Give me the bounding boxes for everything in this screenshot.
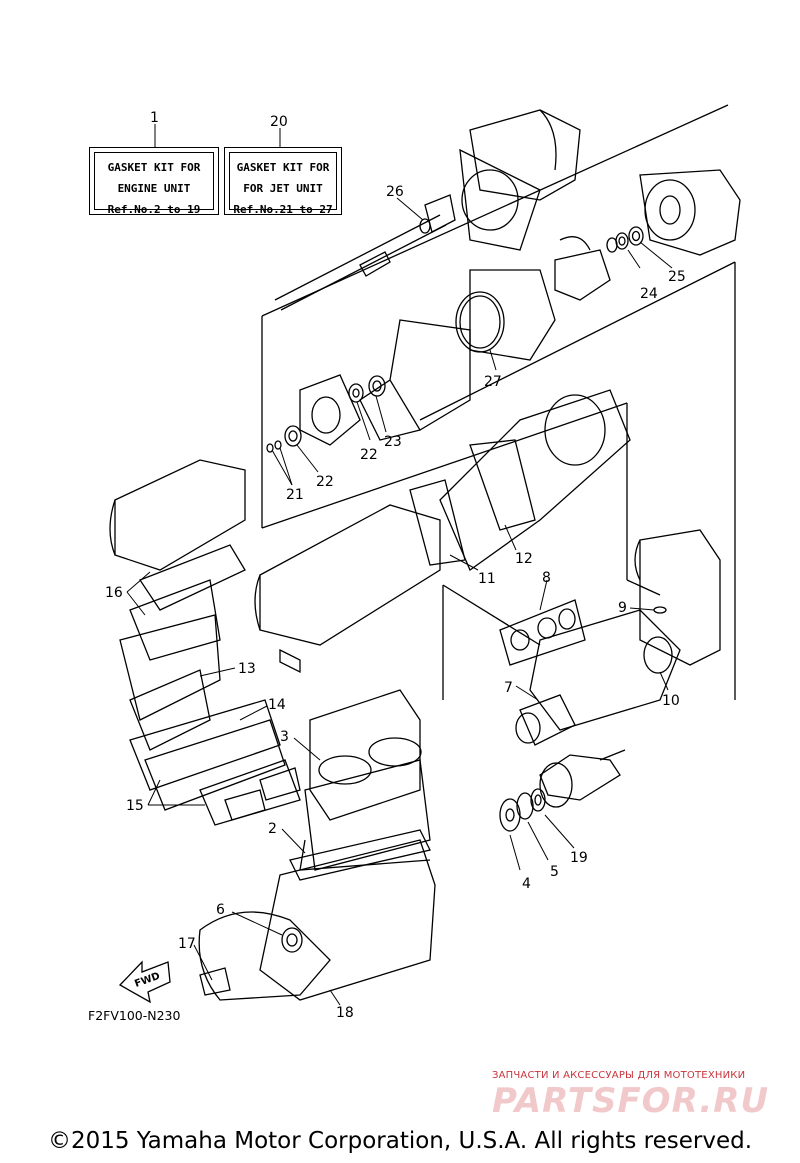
callout-8: 8	[542, 570, 551, 586]
callout-11: 11	[478, 571, 496, 587]
callout-14: 14	[268, 697, 286, 713]
output-shaft	[539, 749, 626, 808]
leader-lines	[126, 124, 673, 1006]
jet-nozzle	[459, 109, 581, 251]
gasket-kit-engine-box: GASKET KIT FOR ENGINE UNIT Ref.No.2 to 1…	[89, 147, 219, 216]
copyright-notice: ©2015 Yamaha Motor Corporation, U.S.A. A…	[47, 1128, 753, 1154]
gasket-kit-jet-box: GASKET KIT FOR FOR JET UNIT Ref.No.21 to…	[224, 147, 342, 216]
diagram-code: F2FV100-N230	[88, 1008, 181, 1023]
callout-7: 7	[504, 680, 513, 696]
callout-16: 16	[105, 585, 123, 601]
exhaust-manifold	[119, 544, 246, 751]
callout-20: 20	[270, 114, 288, 130]
gasket-8	[499, 599, 586, 666]
callout-5: 5	[550, 864, 559, 880]
exhaust-chamber	[529, 609, 681, 731]
pump-housing	[455, 269, 556, 361]
callout-23: 23	[384, 434, 402, 450]
kit-jet-line-2: FOR JET UNIT	[243, 182, 323, 195]
seals-4-5-19	[499, 788, 546, 832]
kit-engine-line-2: ENGINE UNIT	[117, 182, 191, 195]
callout-22a: 22	[360, 447, 378, 463]
kit-engine-line-3: Ref.No.2 to 19	[107, 203, 201, 216]
reed-valves	[224, 767, 301, 821]
jet-unit-frame	[261, 104, 736, 700]
washer-9	[653, 606, 667, 614]
callout-4: 4	[522, 876, 531, 892]
callout-3: 3	[280, 729, 289, 745]
water-box-left	[109, 459, 246, 571]
callout-24: 24	[640, 286, 658, 302]
muffler	[254, 504, 441, 674]
callout-10: 10	[662, 693, 680, 709]
gaskets-11-12	[409, 439, 536, 566]
magneto-cover	[198, 911, 331, 1001]
callout-27: 27	[484, 374, 502, 390]
callout-1: 1	[150, 110, 159, 126]
callout-2: 2	[268, 821, 277, 837]
small-cover	[199, 967, 231, 996]
watermark-tagline: ЗАПЧАСТИ И АКСЕССУАРЫ ДЛЯ МОТОТЕХНИКИ	[492, 1070, 746, 1081]
callout-17: 17	[178, 936, 196, 952]
cylinder-head	[309, 689, 422, 821]
impeller	[554, 236, 611, 301]
coupler-7	[515, 694, 576, 746]
callout-25: 25	[668, 269, 686, 285]
callout-6: 6	[216, 902, 225, 918]
callout-21: 21	[286, 487, 304, 503]
crankcase	[259, 829, 436, 1001]
exhaust-pipe	[439, 389, 631, 571]
callout-26: 26	[386, 184, 404, 200]
kit-engine-line-1: GASKET KIT FOR	[107, 161, 201, 174]
kit-jet-line-3: Ref.No.21 to 27	[233, 203, 333, 216]
callout-19: 19	[570, 850, 588, 866]
callout-12: 12	[515, 551, 533, 567]
callout-18: 18	[336, 1005, 354, 1021]
intake-gaskets	[129, 699, 301, 826]
seals	[266, 194, 644, 453]
kit-jet-line-1: GASKET KIT FOR	[236, 161, 330, 174]
intake-duct	[359, 319, 471, 441]
fwd-arrow-icon	[118, 960, 171, 1004]
callout-15: 15	[126, 798, 144, 814]
drive-shaft	[274, 214, 447, 311]
watermark-logo: PARTSFOR.RU	[492, 1081, 770, 1121]
exhaust-elbow	[634, 529, 721, 666]
callout-13: 13	[238, 661, 256, 677]
callout-22b: 22	[316, 474, 334, 490]
bearing-housing	[299, 374, 361, 446]
jet-cone	[639, 169, 741, 256]
callout-labels: 1 20 26 24 25 27 23 22 22 21 12 11 8 9 1…	[105, 110, 686, 1021]
callout-9: 9	[618, 600, 627, 616]
